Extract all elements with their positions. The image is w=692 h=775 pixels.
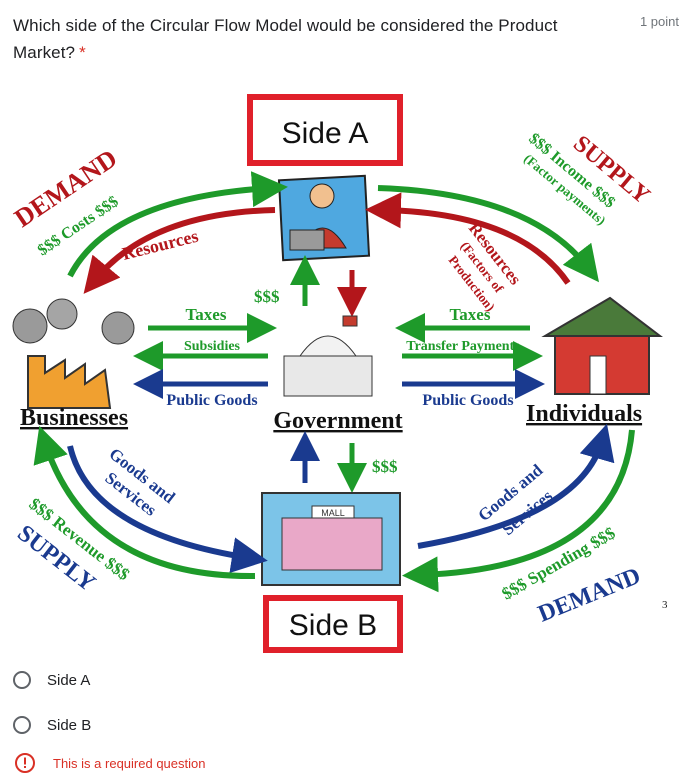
- side-a-box: [247, 94, 403, 166]
- arrow-revenue: [33, 425, 256, 580]
- label-demand-top: DEMAND: [9, 144, 122, 233]
- label-transfer-payments: Transfer Payments: [406, 339, 520, 354]
- capitol-picture: [283, 315, 373, 397]
- label-public-goods-left: Public Goods: [166, 392, 257, 409]
- arrow-resources-to-business: [83, 207, 276, 294]
- option-side-b[interactable]: Side B: [13, 716, 91, 734]
- error-message: This is a required question: [13, 751, 205, 775]
- required-asterisk: *: [79, 43, 86, 62]
- arrow-goods-services-right: [417, 423, 615, 549]
- arrow-spending: [402, 429, 635, 593]
- label-public-goods-right: Public Goods: [422, 392, 513, 409]
- question-text: Which side of the Circular Flow Model wo…: [13, 16, 558, 62]
- points-label: 1 point: [639, 14, 679, 29]
- label-taxes-right: Taxes: [450, 305, 491, 324]
- error-text: This is a required question: [53, 755, 206, 771]
- worker-picture: [277, 174, 371, 262]
- error-icon: [15, 753, 35, 773]
- slide-number: 3: [662, 599, 668, 611]
- option-side-a[interactable]: Side A: [13, 671, 90, 689]
- arrow-goods-services-left: [67, 445, 268, 574]
- label-taxes-left: Taxes: [186, 305, 227, 324]
- label-subsidies: Subsidies: [184, 339, 241, 354]
- side-a-label: Side A: [282, 117, 369, 150]
- circular-flow-diagram: Side A DEMAND $$$ Costs $$$ Resources SU…: [9, 94, 668, 653]
- mall-picture: MALL: [261, 492, 401, 586]
- label-government: Government: [273, 408, 402, 434]
- label-dollars-top: $$$: [254, 287, 280, 306]
- factory-picture: [12, 298, 135, 409]
- option-label-side-a: Side A: [47, 671, 91, 689]
- side-b-label: Side B: [289, 609, 377, 642]
- arrow-resources-from-individuals: [365, 192, 571, 285]
- mall-sign-text: MALL: [321, 508, 345, 518]
- label-businesses: Businesses: [20, 405, 128, 431]
- side-b-box: [263, 595, 403, 653]
- arrow-supply-income: [377, 185, 600, 283]
- question-title: Which side of the Circular Flow Model wo…: [13, 12, 613, 66]
- label-dollars-bottom: $$$: [372, 457, 398, 476]
- arrow-demand-costs: [67, 171, 288, 278]
- radio-side-a[interactable]: [13, 671, 31, 689]
- house-picture: [541, 296, 663, 395]
- radio-side-b[interactable]: [13, 716, 31, 734]
- option-label-side-b: Side B: [47, 716, 92, 734]
- label-individuals: Individuals: [526, 401, 642, 427]
